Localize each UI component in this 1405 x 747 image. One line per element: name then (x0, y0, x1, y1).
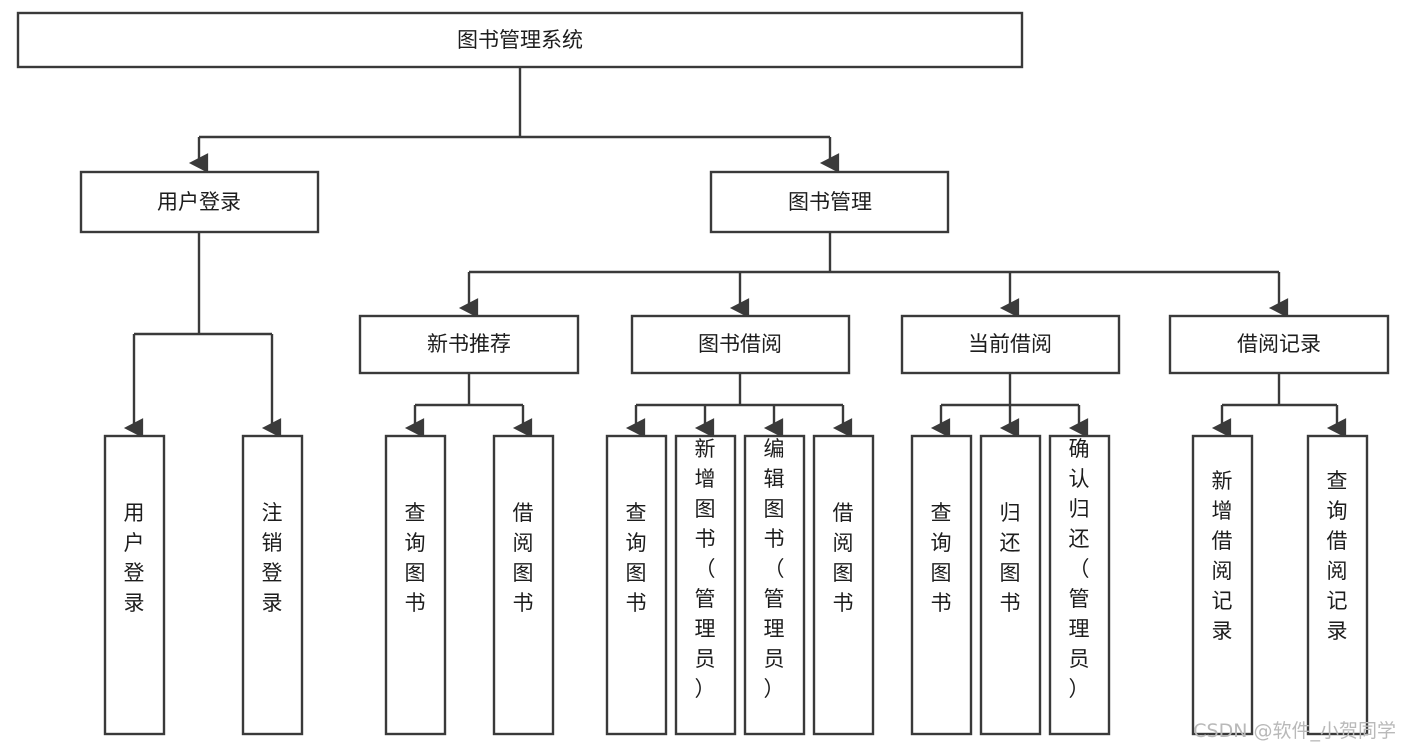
leaf-node[interactable]: 确认归还（管理员） (1048, 434, 1111, 736)
leaf-box[interactable] (1048, 434, 1111, 736)
book-borrow-box[interactable] (630, 314, 851, 375)
new-book-recommend-box[interactable] (358, 314, 580, 375)
leaf-label: 新增借阅记录 (1212, 469, 1233, 643)
node-borrow-record[interactable]: 借阅记录 (1168, 314, 1390, 375)
leaf-label: 借阅图书 (513, 501, 534, 615)
leaf-node[interactable]: 查询图书 (910, 434, 973, 736)
leaf-node[interactable]: 新增借阅记录 (1191, 434, 1254, 736)
leaf-box[interactable] (674, 434, 737, 736)
current-borrow-label: 当前借阅 (968, 332, 1052, 356)
borrow-record-box[interactable] (1168, 314, 1390, 375)
leaf-node[interactable]: 归还图书 (979, 434, 1042, 736)
leaf-node[interactable]: 新增图书（管理员） (674, 434, 737, 736)
leaf-box[interactable] (1191, 434, 1254, 736)
leaf-label: 注销登录 (262, 501, 283, 615)
root-box[interactable] (16, 11, 1024, 69)
leaf-node[interactable]: 用户登录 (103, 434, 166, 736)
leaf-label: 查询图书 (931, 501, 952, 615)
leaf-box[interactable] (979, 434, 1042, 736)
node-book-manage[interactable]: 图书管理 (709, 170, 950, 234)
root-label: 图书管理系统 (457, 28, 583, 52)
leaf-box[interactable] (241, 434, 304, 736)
leaf-node[interactable]: 借阅图书 (492, 434, 555, 736)
book-manage-box[interactable] (709, 170, 950, 234)
borrow-record-label: 借阅记录 (1237, 332, 1321, 356)
node-root-system[interactable]: 图书管理系统 (16, 11, 1024, 69)
book-borrow-label: 图书借阅 (698, 332, 782, 356)
leaf-label: 确认归还（管理员） (1069, 437, 1090, 701)
leaf-node[interactable]: 查询图书 (605, 434, 668, 736)
leaf-box[interactable] (743, 434, 806, 736)
leaf-box[interactable] (384, 434, 447, 736)
node-new-book-recommend[interactable]: 新书推荐 (358, 314, 580, 375)
leaf-node[interactable]: 注销登录 (241, 434, 304, 736)
leaf-box[interactable] (492, 434, 555, 736)
leaf-node[interactable]: 编辑图书（管理员） (743, 434, 806, 736)
user-login-label: 用户登录 (157, 190, 241, 214)
leaf-box[interactable] (1306, 434, 1369, 736)
leaf-label: 编辑图书（管理员） (764, 437, 785, 701)
leaf-label: 新增图书（管理员） (695, 437, 716, 701)
node-book-borrow[interactable]: 图书借阅 (630, 314, 851, 375)
new-book-recommend-label: 新书推荐 (427, 332, 511, 356)
node-current-borrow[interactable]: 当前借阅 (900, 314, 1121, 375)
connector-layer (123, 67, 1347, 438)
leaf-box[interactable] (103, 434, 166, 736)
leaf-label: 查询图书 (405, 501, 426, 615)
csdn-watermark: CSDN @软件_小贺同学 (1193, 720, 1396, 742)
leaf-label: 用户登录 (124, 501, 145, 615)
leaf-label: 归还图书 (1000, 501, 1021, 615)
leaf-box[interactable] (605, 434, 668, 736)
leaf-label: 借阅图书 (833, 501, 854, 615)
current-borrow-box[interactable] (900, 314, 1121, 375)
leaf-node[interactable]: 查询借阅记录 (1306, 434, 1369, 736)
leaf-label: 查询图书 (626, 501, 647, 615)
leaf-box[interactable] (910, 434, 973, 736)
leaf-node[interactable]: 查询图书 (384, 434, 447, 736)
leaf-box[interactable] (812, 434, 875, 736)
leaf-layer: 用户登录 注销登录 查询图书 借阅图书 查询图书 新增图书 (103, 434, 1369, 736)
node-user-login[interactable]: 用户登录 (79, 170, 320, 234)
user-login-box[interactable] (79, 170, 320, 234)
book-manage-label: 图书管理 (788, 190, 872, 214)
leaf-node[interactable]: 借阅图书 (812, 434, 875, 736)
leaf-label: 查询借阅记录 (1327, 469, 1348, 643)
